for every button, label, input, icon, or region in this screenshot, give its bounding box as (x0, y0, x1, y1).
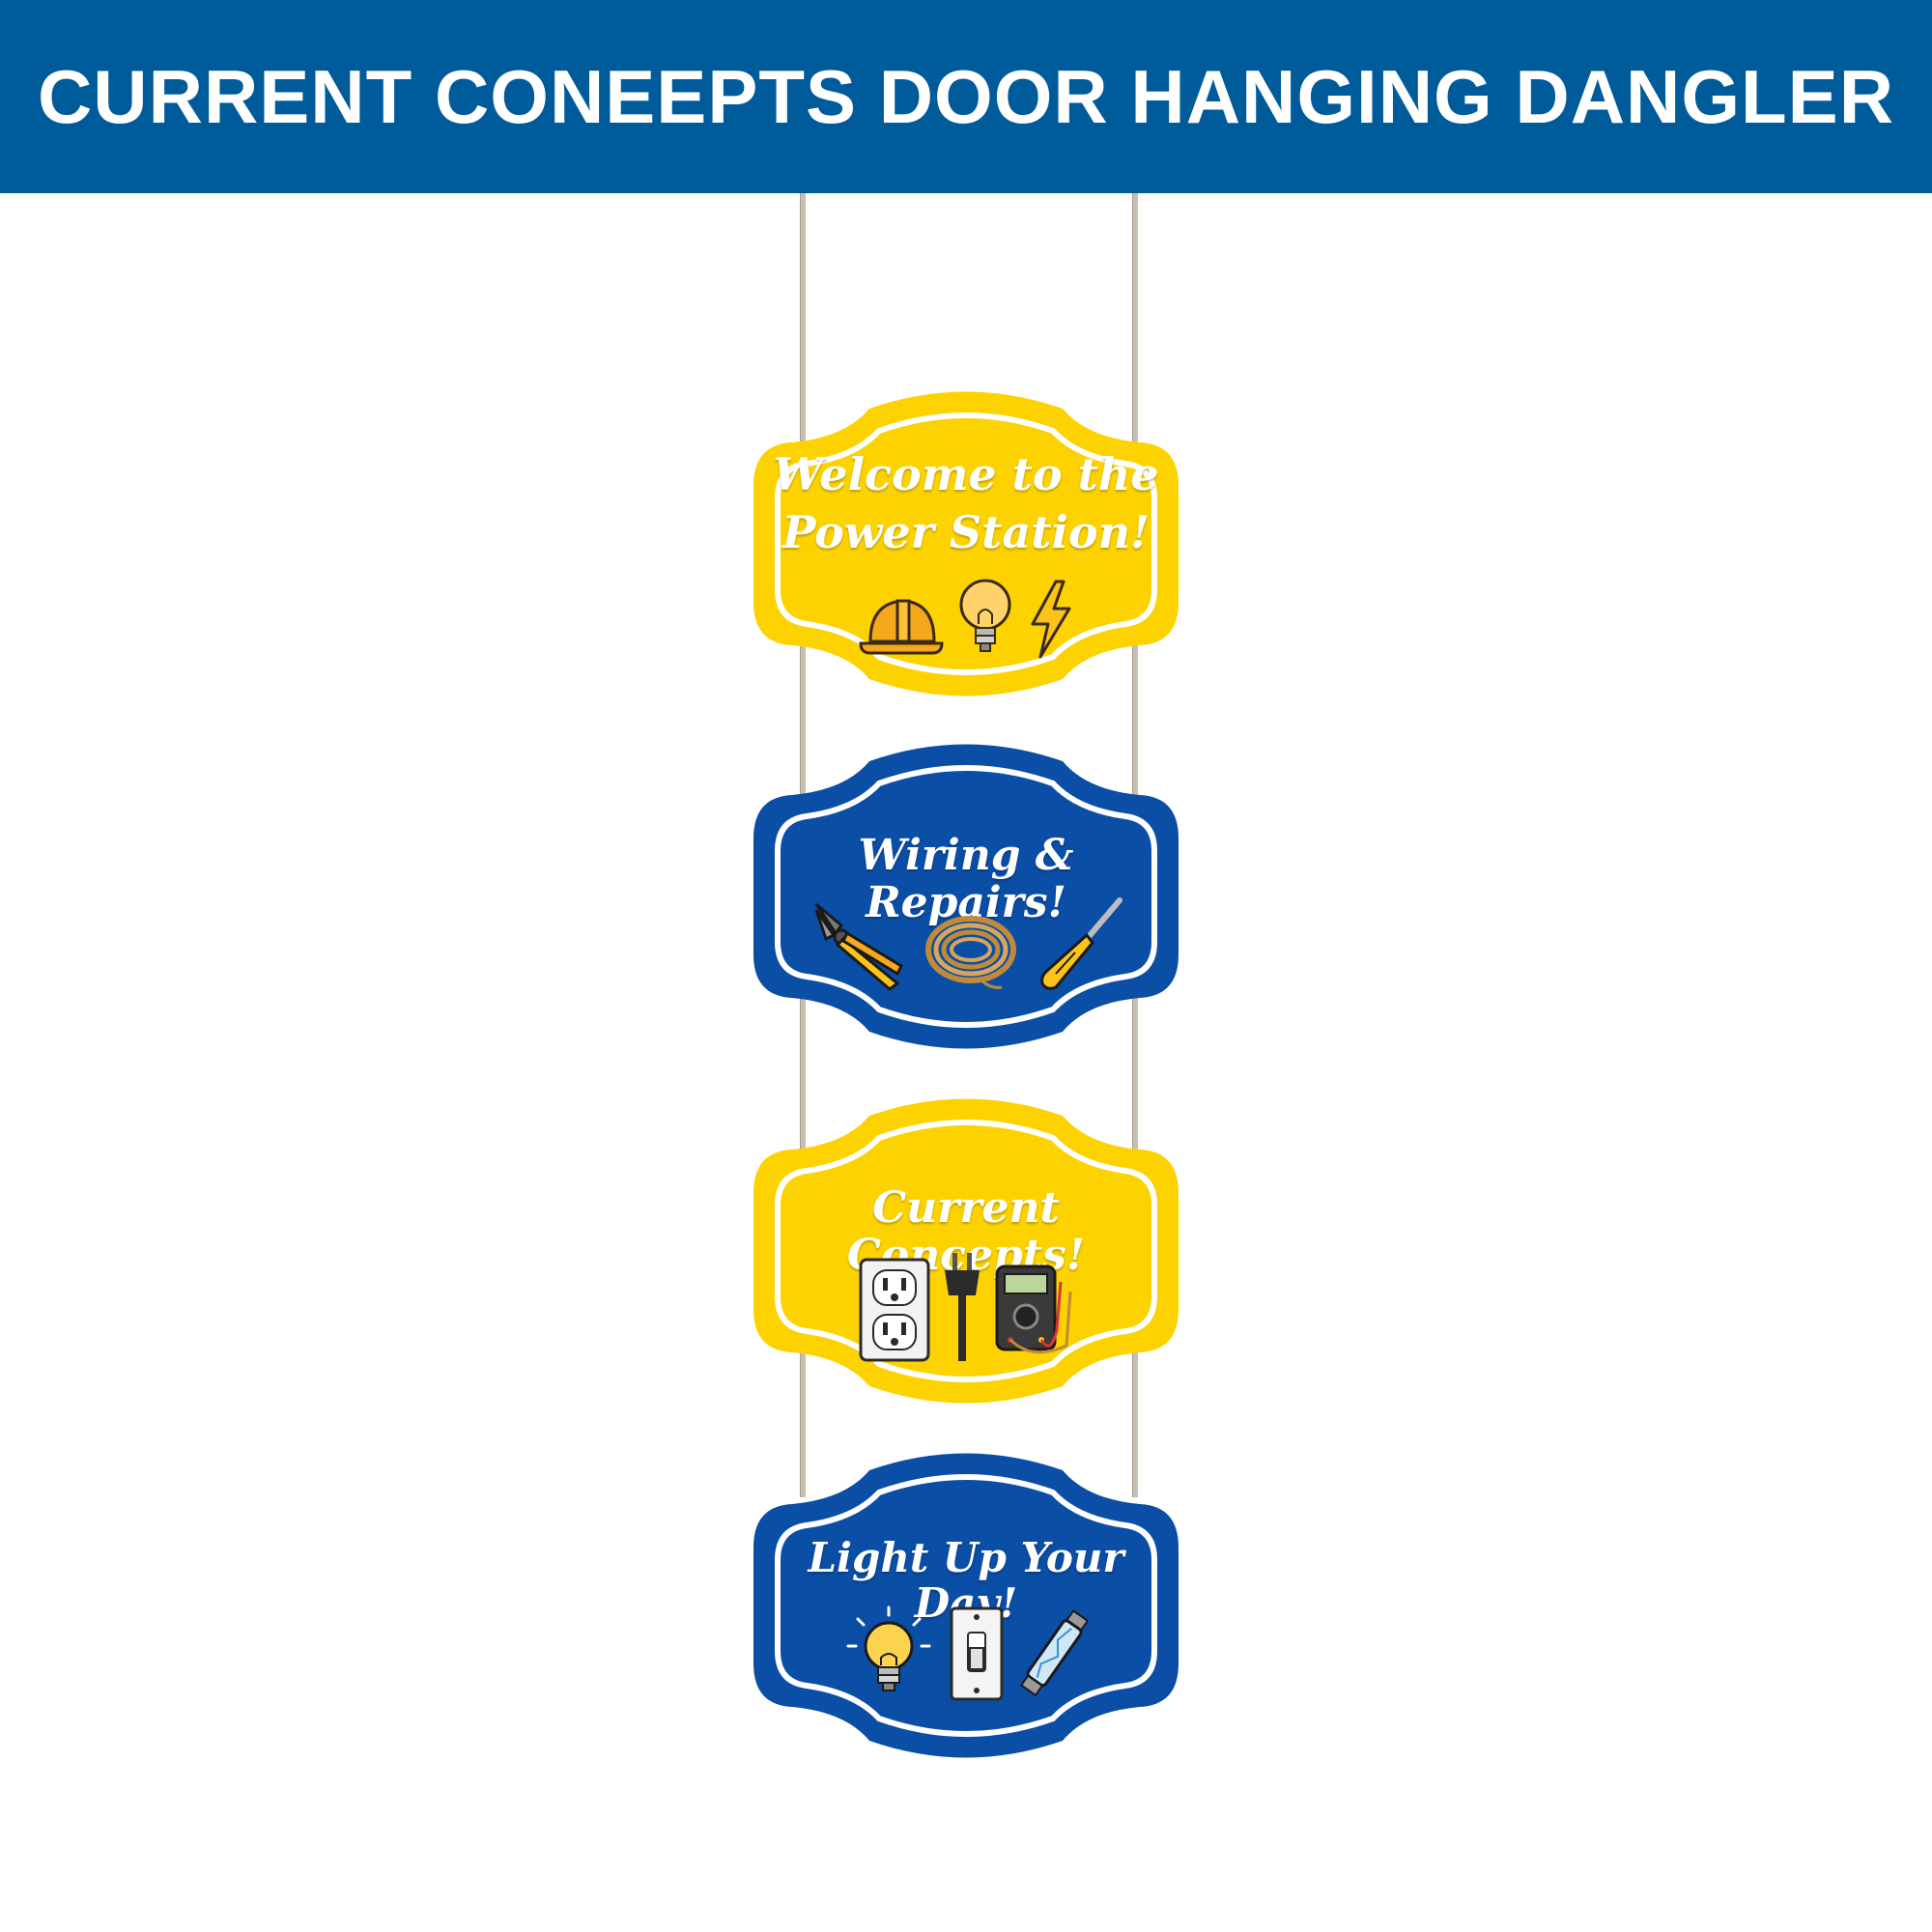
sign-light-up-line1: Light Up Your Day! (808, 1534, 1124, 1628)
sign-light-up: Light Up Your Day! (753, 1446, 1179, 1765)
power-outlet-icon (859, 1258, 930, 1362)
sign-wiring-icons (753, 896, 1179, 993)
power-plug-icon (945, 1253, 980, 1361)
sign-current-concepts: Current Concepts! (753, 1092, 1179, 1410)
sign-welcome: Welcome to the Power Station! (753, 384, 1179, 703)
page-title: CURRENT CONEEPTS DOOR HANGING DANGLER (37, 53, 1895, 139)
sign-light-up-icons (753, 1605, 1179, 1702)
sign-current-concepts-line1: Current Concepts! (846, 1183, 1086, 1281)
multimeter-icon (995, 1264, 1072, 1354)
sign-welcome-icons (753, 576, 1179, 659)
fuse-icon (1020, 1609, 1088, 1697)
hard-hat-icon (859, 599, 944, 655)
lightning-bolt-icon (1031, 580, 1071, 659)
sign-wiring: Wiring & Repairs! (753, 737, 1179, 1056)
light-bulb-icon (959, 579, 1011, 652)
sign-welcome-line2: Power Station! (781, 506, 1151, 558)
sign-plaque (753, 391, 1179, 696)
sign-welcome-line1: Welcome to the (773, 448, 1159, 500)
wire-coil-icon (925, 916, 1016, 989)
sign-plaque (753, 1453, 1179, 1758)
pliers-icon (814, 902, 903, 991)
screwdriver-icon (1040, 897, 1122, 990)
sign-current-concepts-icons (753, 1251, 1179, 1363)
title-banner: CURRENT CONEEPTS DOOR HANGING DANGLER (0, 0, 1932, 193)
light-switch-icon (950, 1606, 1004, 1701)
glowing-bulb-icon (846, 1605, 931, 1691)
sign-plaque (753, 744, 1179, 1049)
